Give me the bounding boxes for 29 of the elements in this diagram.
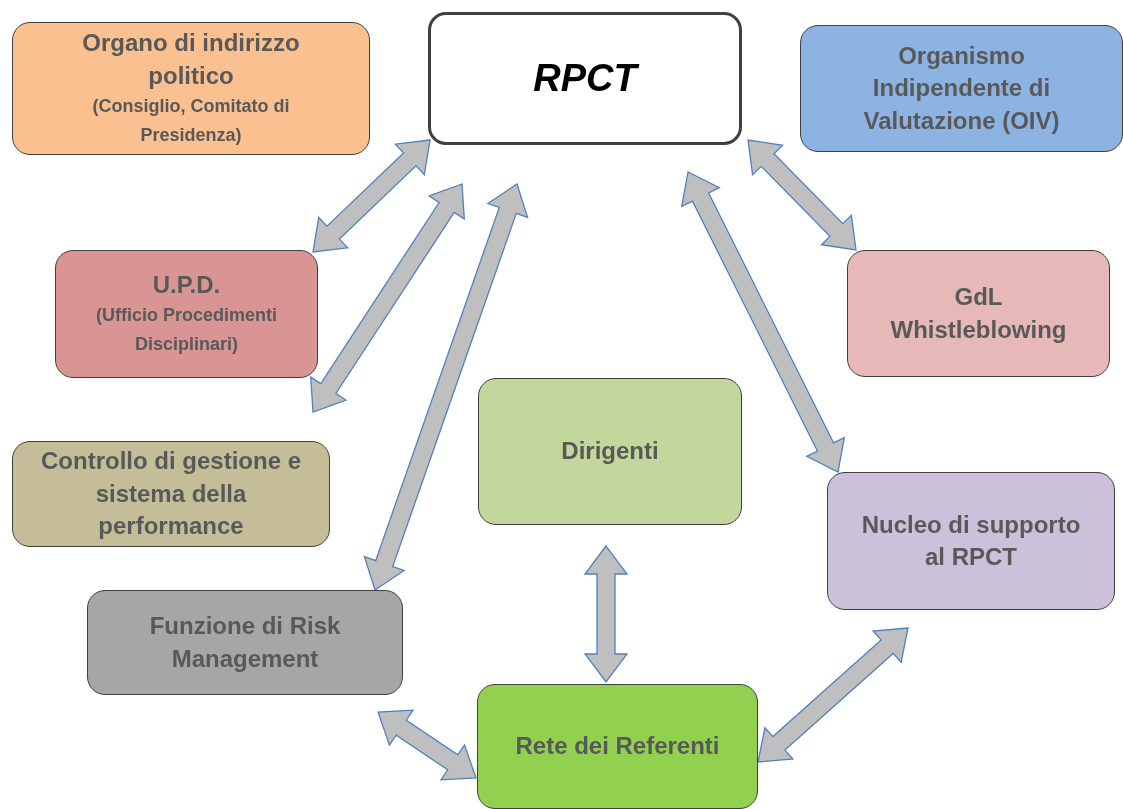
box-title: Dirigenti — [561, 436, 659, 467]
double-arrow — [680, 171, 846, 473]
double-arrow — [747, 139, 857, 251]
box-title: Organismo Indipendente di Valutazione (OIV) — [862, 40, 1061, 136]
box-title: U.P.D. — [152, 270, 221, 300]
role-box — [477, 684, 758, 809]
box-title: Funzione di Risk Management — [148, 611, 342, 674]
role-box — [478, 378, 742, 525]
title-box — [428, 12, 742, 145]
box-title: GdL Whistleblowing — [890, 282, 1067, 345]
role-box — [827, 472, 1115, 610]
box-subtitle: (Consiglio, Comitato di Presidenza) — [91, 95, 291, 147]
role-box — [800, 25, 1123, 152]
box-title: Nucleo di supporto al RPCT — [860, 509, 1082, 572]
box-title: Organo di indirizzo politico — [81, 28, 301, 91]
box-subtitle: (Ufficio Procedimenti Disciplinari) — [95, 304, 278, 357]
role-box — [12, 441, 330, 547]
box-title: Controllo di gestione e sistema della performance — [40, 446, 302, 542]
double-arrow — [363, 182, 529, 592]
box-title: Rete dei Referenti — [515, 731, 720, 762]
double-arrow — [583, 544, 629, 684]
double-arrow — [377, 709, 477, 781]
double-arrow — [757, 627, 909, 763]
role-box — [12, 22, 370, 155]
double-arrow — [312, 139, 431, 253]
role-box — [55, 250, 318, 378]
role-box — [87, 590, 403, 695]
role-box — [847, 250, 1110, 377]
double-arrow — [309, 183, 466, 413]
